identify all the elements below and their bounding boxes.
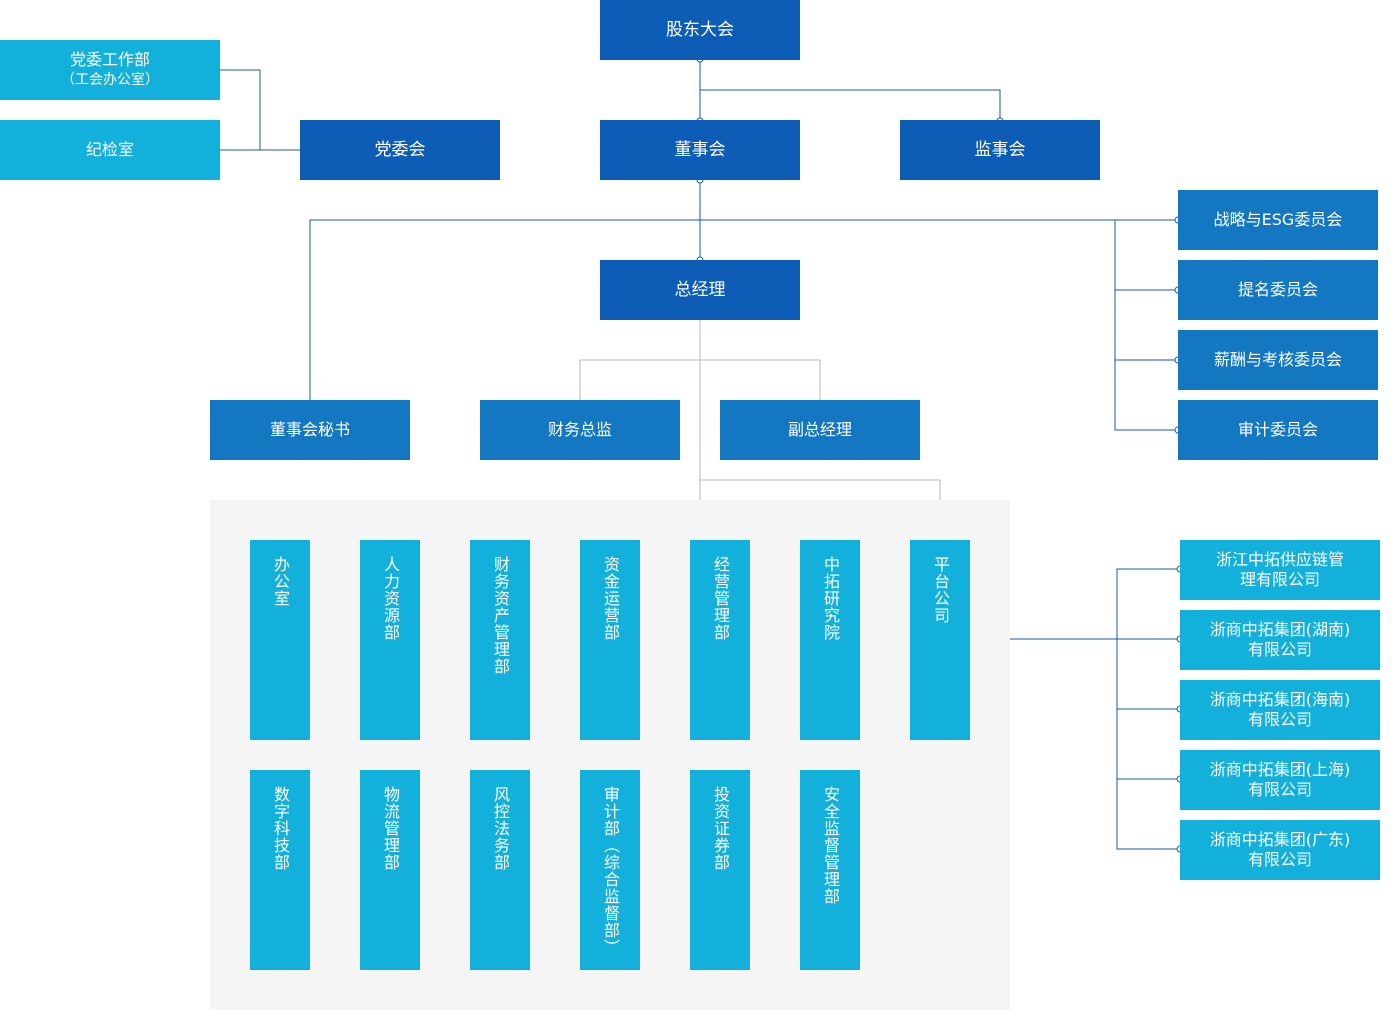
party-committee-box: 党委会 [300, 120, 500, 180]
cfo-box: 财务总监 [480, 400, 680, 460]
company-zhejiang-supply-chain: 浙江中拓供应链管 理有限公司 [1180, 540, 1380, 600]
dept-label: 平台公司 [931, 556, 950, 624]
dept-business-management: 经营管理部 [690, 540, 750, 740]
dept-capital-operations: 资金运营部 [580, 540, 640, 740]
dept-hr: 人力资源部 [360, 540, 420, 740]
company-hainan: 浙商中拓集团(海南) 有限公司 [1180, 680, 1380, 740]
supervisors-box: 监事会 [900, 120, 1100, 180]
shareholders-label: 股东大会 [666, 20, 734, 40]
blue-connectors [220, 60, 1180, 850]
dept-label: 数字科技部 [271, 786, 290, 871]
dept-label: 安全监督管理部 [821, 786, 840, 905]
dept-label: 中拓研究院 [821, 556, 840, 641]
company-name-line1: 浙江中拓供应链管 [1215, 550, 1344, 569]
board-secretary-box: 董事会秘书 [210, 400, 410, 460]
dept-label: 经营管理部 [711, 556, 730, 641]
dept-label: 人力资源部 [381, 556, 400, 641]
committee-remuneration: 薪酬与考核委员会 [1178, 330, 1378, 390]
dept-label: 审计部（综合监督部） [601, 786, 620, 956]
company-name-line2: 有限公司 [1247, 640, 1312, 659]
company-name-line2: 有限公司 [1247, 710, 1312, 729]
dept-finance-assets: 财务资产管理部 [470, 540, 530, 740]
dept-label: 资金运营部 [601, 556, 620, 641]
committee-label: 薪酬与考核委员会 [1213, 350, 1342, 369]
discipline-office-label: 纪检室 [85, 140, 134, 159]
dept-risk-legal: 风控法务部 [470, 770, 530, 970]
committee-label: 提名委员会 [1237, 280, 1318, 299]
committee-label: 审计委员会 [1237, 420, 1318, 439]
board-secretary-label: 董事会秘书 [269, 420, 350, 439]
company-hunan: 浙商中拓集团(湖南) 有限公司 [1180, 610, 1380, 670]
company-shanghai: 浙商中拓集团(上海) 有限公司 [1180, 750, 1380, 810]
board-label: 董事会 [674, 140, 726, 160]
board-box: 董事会 [600, 120, 800, 180]
dept-audit-supervision: 审计部（综合监督部） [580, 770, 640, 970]
supervisors-label: 监事会 [974, 140, 1026, 160]
discipline-office-box: 纪检室 [0, 120, 220, 180]
dept-label: 财务资产管理部 [491, 556, 510, 675]
company-name-line1: 浙商中拓集团(湖南) [1209, 620, 1351, 639]
company-name-line2: 有限公司 [1247, 850, 1312, 869]
company-name-line1: 浙商中拓集团(海南) [1209, 690, 1351, 709]
dept-platform-companies: 平台公司 [910, 540, 970, 740]
dept-label: 物流管理部 [381, 786, 400, 871]
company-name-line1: 浙商中拓集团(上海) [1209, 760, 1351, 779]
party-work-dept-label: 党委工作部 [69, 50, 150, 69]
company-name-line2: 有限公司 [1247, 780, 1312, 799]
company-name-line2: 理有限公司 [1239, 570, 1320, 589]
party-work-dept-sublabel: （工会办公室） [61, 72, 159, 88]
dept-office: 办公室 [250, 540, 310, 740]
general-manager-label: 总经理 [674, 280, 726, 300]
general-manager-box: 总经理 [600, 260, 800, 320]
party-work-dept-box: 党委工作部 （工会办公室） [0, 40, 220, 100]
dept-label: 投资证券部 [711, 786, 730, 871]
committee-audit: 审计委员会 [1178, 400, 1378, 460]
dept-safety-supervision: 安全监督管理部 [800, 770, 860, 970]
dept-label: 办公室 [271, 556, 290, 607]
company-guangdong: 浙商中拓集团(广东) 有限公司 [1180, 820, 1380, 880]
committee-nomination: 提名委员会 [1178, 260, 1378, 320]
committee-label: 战略与ESG委员会 [1213, 210, 1343, 229]
committee-strategy-esg: 战略与ESG委员会 [1178, 190, 1378, 250]
deputy-gm-label: 副总经理 [787, 420, 852, 439]
dept-investment-securities: 投资证券部 [690, 770, 750, 970]
company-name-line1: 浙商中拓集团(广东) [1209, 830, 1351, 849]
dept-research-institute: 中拓研究院 [800, 540, 860, 740]
dept-logistics: 物流管理部 [360, 770, 420, 970]
dept-digital-tech: 数字科技部 [250, 770, 310, 970]
shareholders-box: 股东大会 [600, 0, 800, 60]
dept-label: 风控法务部 [491, 786, 510, 871]
cfo-label: 财务总监 [547, 420, 612, 439]
party-committee-label: 党委会 [374, 140, 426, 160]
deputy-gm-box: 副总经理 [720, 400, 920, 460]
